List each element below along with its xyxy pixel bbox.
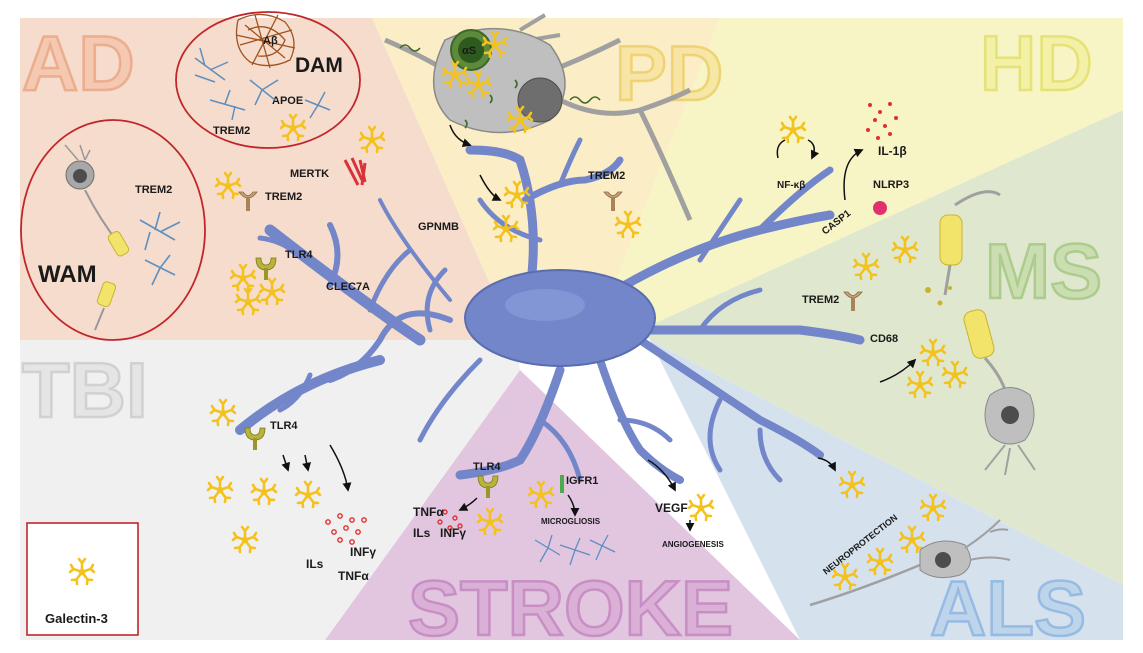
stroke-label: STROKE [408, 564, 733, 648]
pd-label: PD [615, 29, 723, 117]
cytokine-dots [325, 513, 367, 545]
wam-neuron [64, 144, 130, 331]
trem2-ad-label: TREM2 [265, 191, 302, 203]
wam-microglia [139, 211, 181, 286]
mertk-receptor [343, 157, 367, 186]
gpnmb-label: GPNMB [418, 221, 459, 233]
trem2-pd-label: TREM2 [588, 170, 625, 182]
trem2-dam-label: TREM2 [213, 125, 250, 137]
nlrp3-inflammasome [873, 201, 887, 215]
amyloid-beta-plaque [235, 13, 296, 69]
legend-box [26, 522, 139, 636]
ils-tbi-label: ILs [306, 557, 324, 571]
dam-label: DAM [295, 54, 343, 77]
nlrp3-label: NLRP3 [873, 179, 909, 191]
dam-circle [175, 11, 361, 149]
angiogenesis-label: ANGIOGENESIS [662, 540, 724, 549]
tlr4-stroke-label: TLR4 [473, 461, 501, 473]
dam-microglia [194, 47, 331, 121]
trem2-wam-label: TREM2 [135, 184, 172, 196]
microgliosis-label: MICROGLIOSIS [541, 517, 601, 526]
stroke-sector [325, 370, 800, 640]
cd68-label: CD68 [870, 333, 898, 345]
apoe-label: APOE [272, 95, 303, 107]
tlr4-tbi-label: TLR4 [270, 420, 298, 432]
tnfa-tbi-label: TNFα [338, 569, 369, 583]
ms-neuron [925, 190, 1036, 476]
vegf-label: VEGF [655, 501, 688, 515]
wam-circle [20, 119, 206, 341]
tlr4-ad-label: TLR4 [285, 249, 313, 261]
ad-sector [20, 18, 515, 340]
als-label: ALS [930, 564, 1086, 648]
galectin3-molecule [687, 493, 715, 522]
infg-tbi-label: INFγ [350, 545, 376, 559]
trem2-ms-label: TREM2 [802, 294, 839, 306]
nfkb-label: NF-κβ [777, 180, 805, 191]
mertk-label: MERTK [290, 168, 329, 180]
ad-label: AD [22, 19, 135, 107]
il1b-label: IL-1β [878, 144, 907, 158]
hd-label: HD [980, 19, 1093, 107]
alpha-synuclein-label: αS [462, 45, 476, 57]
legend-galectin3-label: Galectin-3 [45, 611, 108, 626]
hd-sector [600, 18, 1123, 330]
als-neuron [809, 519, 1011, 607]
abeta-label: Aβ [263, 35, 278, 47]
microglia-cell [235, 137, 865, 484]
clec7a-label: CLEC7A [326, 281, 370, 293]
il1b-dots [866, 102, 898, 140]
ms-sector [640, 110, 1123, 585]
igfr1-receptor [560, 475, 564, 493]
ils-stroke-label: ILs [413, 526, 431, 540]
cytokine-dots [437, 509, 463, 531]
microgliosis-microglia [534, 534, 616, 566]
igfr1-label: IGFR1 [566, 475, 598, 487]
als-sector [650, 340, 1123, 640]
infg-stroke-label: INFγ [440, 526, 466, 540]
tbi-label: TBI [22, 346, 148, 434]
wam-label: WAM [38, 261, 97, 288]
tnfa-stroke-label: TNFα [413, 505, 444, 519]
ms-label: MS [985, 227, 1102, 315]
